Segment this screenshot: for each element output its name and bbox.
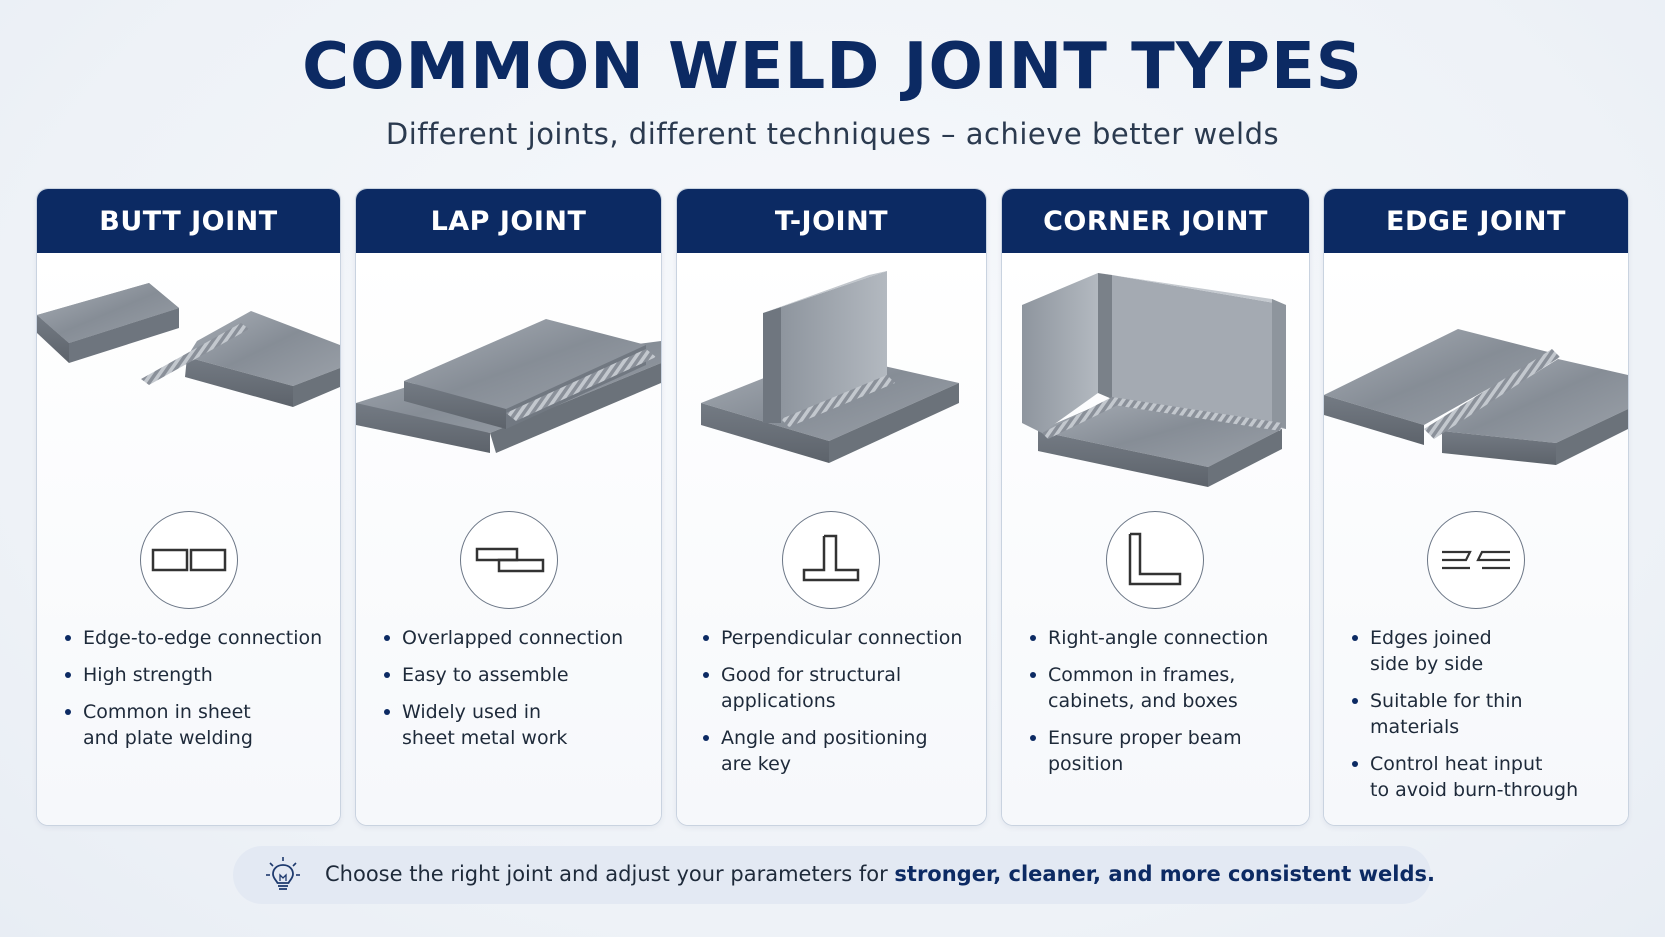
edge-joint-illustration xyxy=(1324,329,1628,465)
bullet-list: Perpendicular connection Good for struct… xyxy=(701,625,983,788)
t-joint-illustration xyxy=(701,271,959,463)
list-item: Suitable for thin materials xyxy=(1350,688,1626,740)
list-item: Common in sheet and plate welding xyxy=(63,699,333,751)
butt-joint-symbol-icon xyxy=(140,511,238,609)
corner-joint-symbol-icon xyxy=(1106,511,1204,609)
tip-banner: Choose the right joint and adjust your p… xyxy=(233,846,1435,904)
bullet-list: Edges joined side by side Suitable for t… xyxy=(1350,625,1626,814)
tip-text-plain: Choose the right joint and adjust your p… xyxy=(325,862,895,886)
list-item: Edges joined side by side xyxy=(1350,625,1626,677)
list-item: Common in frames, cabinets, and boxes xyxy=(1028,662,1306,714)
bullet-list: Right-angle connection Common in frames,… xyxy=(1028,625,1306,788)
t-joint-symbol-icon xyxy=(782,511,880,609)
corner-joint-illustration xyxy=(1022,273,1286,487)
list-item: High strength xyxy=(63,662,333,688)
list-item: Easy to assemble xyxy=(382,662,657,688)
lightbulb-icon xyxy=(266,857,300,890)
list-item: Edge-to-edge connection xyxy=(63,625,333,651)
page-subtitle: Different joints, different techniques –… xyxy=(385,117,1280,151)
card-edge-joint: EDGE JOINT Edges joined side by side Sui… xyxy=(1323,188,1629,826)
list-item: Perpendicular connection xyxy=(701,625,983,651)
card-lap-joint: LAP JOINT Overlapped connection Easy to … xyxy=(355,188,662,826)
card-corner-joint: CORNER JOINT Right-angle connection Comm… xyxy=(1001,188,1310,826)
list-item: Widely used in sheet metal work xyxy=(382,699,657,751)
bullet-list: Overlapped connection Easy to assemble W… xyxy=(382,625,657,762)
edge-joint-symbol-icon xyxy=(1427,511,1525,609)
list-item: Good for structural applications xyxy=(701,662,983,714)
card-header: CORNER JOINT xyxy=(1002,189,1309,253)
lap-joint-illustration xyxy=(356,319,661,453)
bullet-list: Edge-to-edge connection High strength Co… xyxy=(63,625,333,762)
list-item: Angle and positioning are key xyxy=(701,725,983,777)
list-item: Ensure proper beam position xyxy=(1028,725,1306,777)
card-header: BUTT JOINT xyxy=(37,189,340,253)
list-item: Right-angle connection xyxy=(1028,625,1306,651)
lap-joint-symbol-icon xyxy=(460,511,558,609)
tip-text-emphasis: stronger, cleaner, and more consistent w… xyxy=(894,862,1435,886)
list-item: Control heat input to avoid burn-through xyxy=(1350,751,1626,803)
card-header: T-JOINT xyxy=(677,189,986,253)
list-item: Overlapped connection xyxy=(382,625,657,651)
tip-text: Choose the right joint and adjust your p… xyxy=(325,862,1435,886)
card-header: LAP JOINT xyxy=(356,189,661,253)
card-butt-joint: BUTT JOINT Edge-to-edge connection High … xyxy=(36,188,341,826)
page-title: COMMON WELD JOINT TYPES xyxy=(302,30,1363,104)
card-t-joint: T-JOINT Perpendicular connection Good fo… xyxy=(676,188,987,826)
card-header: EDGE JOINT xyxy=(1324,189,1628,253)
butt-joint-illustration xyxy=(37,283,340,407)
